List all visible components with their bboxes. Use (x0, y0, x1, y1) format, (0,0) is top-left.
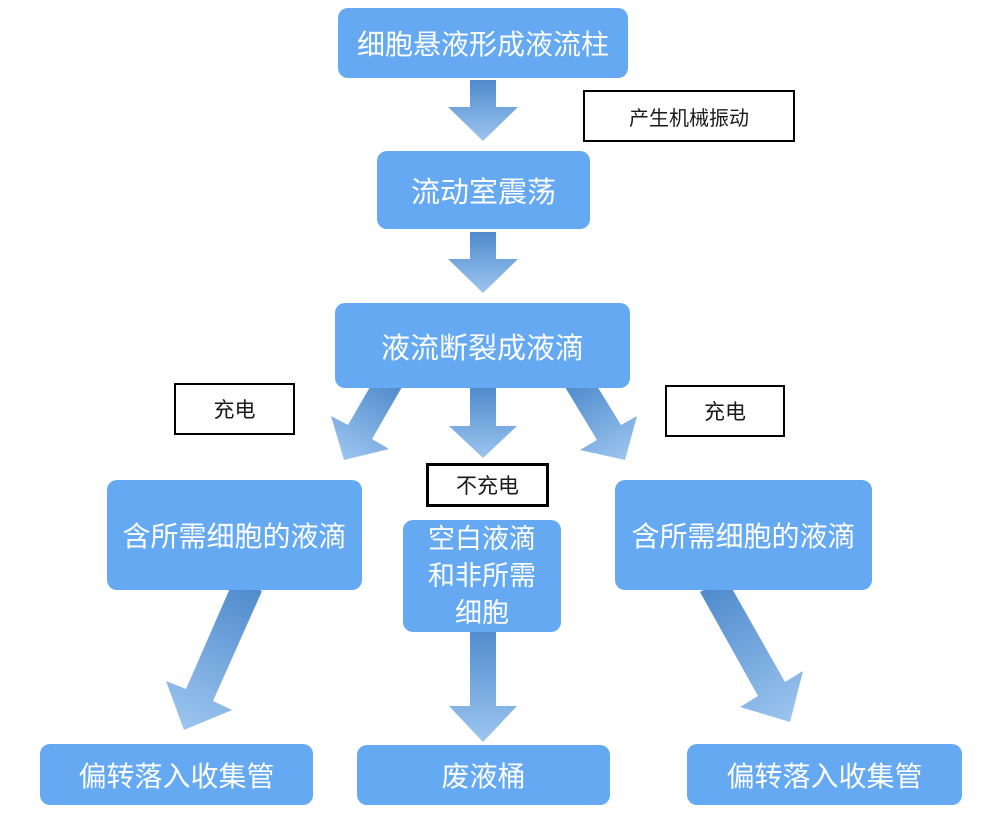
node-left-desired-droplet-label: 含所需细胞的液滴 (122, 521, 347, 552)
node-stream-breaks: 液流断裂成液滴 (335, 303, 630, 388)
arrow-left-droplet-to-collect (166, 579, 262, 730)
tag-charge-right-label: 充电 (704, 401, 746, 424)
arrow-top-to-chamber (448, 80, 518, 141)
arrow-chamber-to-break (448, 232, 518, 293)
node-blank-droplet-line1: 空白液滴 (428, 523, 536, 554)
tag-mechanical-vibration: 产生机械振动 (583, 90, 795, 142)
node-waste-bucket-label: 废液桶 (441, 761, 526, 792)
node-flow-chamber-label: 流动室震荡 (410, 177, 556, 209)
node-left-desired-droplet: 含所需细胞的液滴 (107, 480, 362, 590)
node-right-collection-tube: 偏转落入收集管 (687, 744, 962, 805)
arrow-break-to-right-droplet (565, 373, 637, 460)
node-blank-droplet-line2: 和非所需 (428, 560, 536, 591)
node-blank-droplet-label: 空白液滴 和非所需 细胞 (428, 521, 536, 632)
tag-charge-left: 充电 (174, 383, 295, 435)
arrow-right-droplet-to-collect (700, 578, 803, 722)
arrow-break-to-mid-droplet (449, 388, 517, 458)
node-cell-suspension: 细胞悬液形成液流柱 (338, 8, 628, 78)
node-right-collection-tube-label: 偏转落入收集管 (726, 760, 923, 792)
node-left-collection-tube-label: 偏转落入收集管 (78, 760, 275, 792)
node-blank-droplet: 空白液滴 和非所需 细胞 (403, 520, 561, 632)
tag-no-charge: 不充电 (426, 463, 549, 507)
tag-charge-right: 充电 (665, 385, 785, 437)
tag-no-charge-label: 不充电 (456, 475, 519, 498)
tag-mechanical-vibration-label: 产生机械振动 (629, 107, 749, 130)
node-right-desired-droplet-label: 含所需细胞的液滴 (631, 521, 856, 552)
node-right-desired-droplet: 含所需细胞的液滴 (615, 480, 872, 590)
tag-charge-left-label: 充电 (213, 399, 256, 422)
node-flow-chamber: 流动室震荡 (377, 151, 590, 229)
node-cell-suspension-label: 细胞悬液形成液流柱 (356, 29, 609, 60)
arrow-mid-droplet-to-waste (449, 628, 517, 742)
node-stream-breaks-label: 液流断裂成液滴 (380, 332, 584, 365)
node-left-collection-tube: 偏转落入收集管 (40, 744, 313, 805)
node-blank-droplet-line3: 细胞 (455, 597, 509, 628)
node-waste-bucket: 废液桶 (357, 745, 610, 805)
arrow-break-to-left-droplet (331, 373, 402, 460)
